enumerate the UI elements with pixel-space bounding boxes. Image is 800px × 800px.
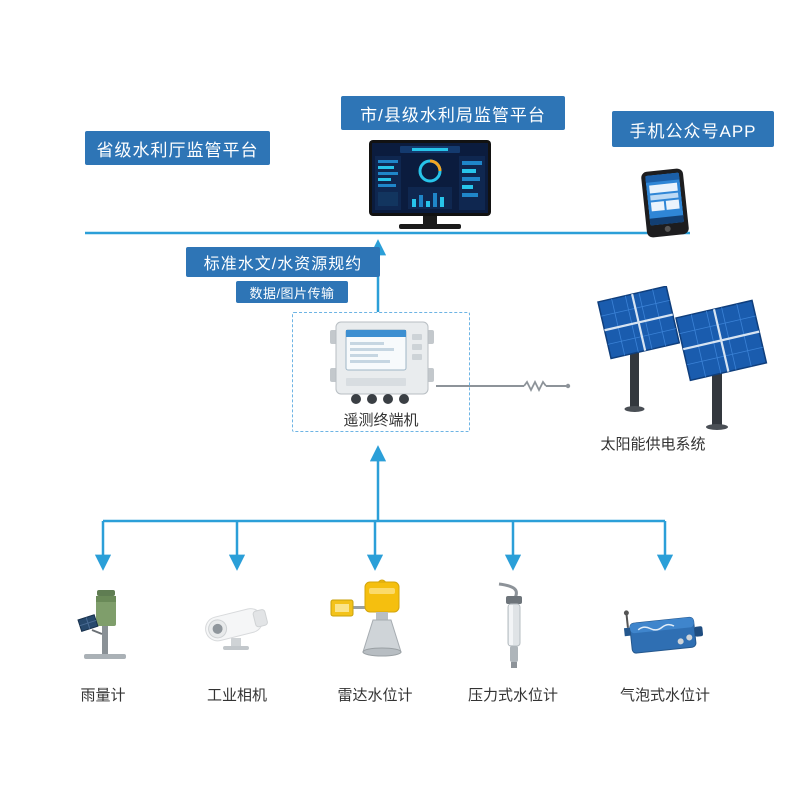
industrial-camera-icon [195, 600, 279, 659]
protocol-box: 标准水文/水资源规约 [186, 247, 380, 277]
solar-system-label: 太阳能供电系统 [600, 436, 706, 453]
monitor-stand [423, 216, 437, 224]
dashboard-monitor-icon [369, 140, 491, 229]
mobile-app-box: 手机公众号APP [612, 111, 774, 147]
rtu-dashed-frame [292, 312, 470, 432]
radar-level-gauge-icon [327, 578, 423, 675]
rtu-device-icon [330, 320, 434, 411]
industrial-camera-label: 工业相机 [206, 687, 267, 704]
smartphone-icon [640, 167, 690, 239]
radar-level-gauge-label: 雷达水位计 [337, 687, 413, 704]
bubble-level-gauge-icon [619, 602, 711, 665]
solar-panels-icon [592, 285, 772, 437]
city-county-platform-box: 市/县级水利局监管平台 [341, 96, 565, 130]
bubble-level-gauge-label: 气泡式水位计 [619, 687, 710, 704]
rain-gauge-icon [68, 588, 138, 671]
pressure-level-gauge-icon [489, 582, 537, 679]
provincial-platform-box: 省级水利厅监管平台 [85, 131, 270, 165]
pressure-level-gauge-label: 压力式水位计 [467, 687, 558, 704]
rain-gauge-label: 雨量计 [80, 687, 126, 704]
transmission-box: 数据/图片传输 [236, 281, 348, 303]
rtu-label: 遥测终端机 [343, 412, 419, 429]
monitor-base [399, 224, 461, 229]
dashboard-screen [369, 140, 491, 216]
